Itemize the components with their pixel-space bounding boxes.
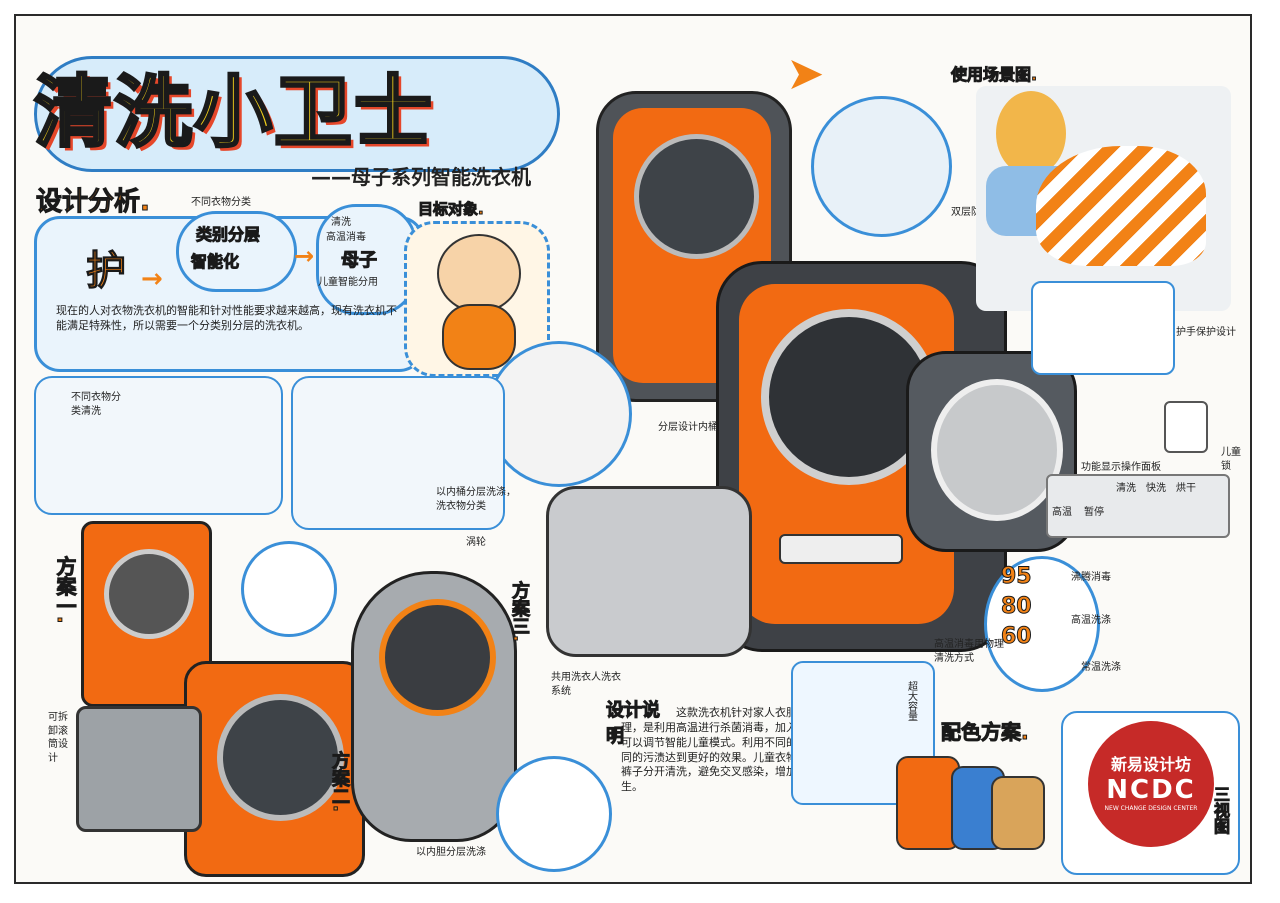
option-one-drawer: [76, 706, 202, 832]
category-bubble: [176, 211, 297, 292]
shared-note: 共用洗衣人洗衣系统: [551, 672, 621, 697]
option-one-washer: [81, 521, 212, 707]
sort-note: 不同衣物分类清洗: [71, 392, 121, 417]
usage-scene-heading: 使用场景图.: [950, 65, 1038, 85]
arrow-icon: ➤: [786, 46, 825, 100]
detail-circle-lid: [496, 756, 612, 872]
stamp-name: 新易设计坊: [1110, 755, 1191, 774]
three-views-heading: 三视图: [1211, 786, 1231, 835]
laundry-scene-card: [34, 376, 283, 515]
panel-note: 功能显示操作面板: [1081, 462, 1161, 473]
poster-frame: 清洗小卫士 ——母子系列智能洗衣机 设计分析. 护 → 类别分层 智能化 不同衣…: [14, 14, 1252, 884]
drawer-note: 可拆卸滚筒设计: [48, 712, 68, 764]
lid-note: 以内胆分层洗涤: [416, 847, 486, 858]
temperature-circle: [984, 556, 1100, 692]
panel-button: 清洗: [1116, 483, 1136, 494]
mother-child-label: 母子: [341, 250, 378, 272]
analysis-text: 现在的人对衣物洗衣机的智能和针对性能要求越来越高，现有洗衣机不能满足特殊性，所以…: [56, 304, 397, 332]
washer-front-view: [596, 91, 792, 402]
option-two-washer: [351, 571, 517, 842]
color-swatch-gold: [991, 776, 1045, 850]
hex-note: 分层设计内桶: [658, 422, 718, 433]
temp-80: 80: [1001, 594, 1033, 620]
smart-label: 智能化: [190, 252, 240, 272]
stamp-logo: NCDC: [1106, 775, 1196, 805]
target-user-heading: 目标对象.: [418, 200, 485, 219]
temp-label: 常温洗涤: [1081, 662, 1121, 673]
option-one-washer-large: [184, 661, 365, 877]
panel-button: 烘干: [1176, 483, 1196, 494]
control-panel: 高温 暂停 清洗 快洗 烘干: [1046, 474, 1230, 538]
panel-button: 高温: [1052, 507, 1072, 518]
heat-disinfect-note: 高温消毒用物理清洗方式: [934, 639, 1004, 664]
arrow-icon: →: [141, 264, 163, 294]
temp-label: 高温洗涤: [1071, 615, 1111, 626]
washer-door-open: [906, 351, 1077, 552]
protect-label: 护: [86, 248, 127, 295]
detail-circle-hex: [486, 341, 632, 487]
lock-icon: [1164, 401, 1208, 453]
capacity-note: 超大容量: [905, 681, 917, 721]
color-swatch-orange: [896, 756, 960, 850]
option-two-heading: 方案二.: [329, 751, 351, 813]
usage-scene-illustration: [976, 86, 1231, 311]
temp-60: 60: [1001, 624, 1033, 650]
stamp-english: NEW CHANGE DESIGN CENTER: [1104, 805, 1198, 812]
color-scheme-heading: 配色方案.: [941, 720, 1030, 745]
layer-note: 以内桶分层洗涤，洗衣物分类: [436, 487, 516, 512]
clean-note: 清洗: [331, 217, 351, 228]
category-note: 不同衣物分类: [191, 197, 251, 208]
heat-note: 高温消毒: [326, 232, 366, 243]
turbine-note: 涡轮: [466, 537, 486, 548]
option-one-heading: 方案一.: [53, 556, 78, 625]
design-description-heading: 设计说明: [606, 700, 661, 748]
option-three-heading: 方案三.: [509, 581, 531, 643]
panel-button: 暂停: [1084, 507, 1104, 518]
child-note: 儿童智能分用: [318, 277, 378, 288]
design-analysis-heading: 设计分析.: [36, 187, 151, 218]
detail-circle-blade: [241, 541, 337, 637]
arrow-icon: →: [294, 242, 315, 270]
panel-button: 快洗: [1146, 483, 1166, 494]
clothes-scene-card: [291, 376, 505, 530]
ncdc-stamp: 新易设计坊 NCDC NEW CHANGE DESIGN CENTER: [1088, 721, 1214, 847]
category-label: 类别分层: [195, 225, 261, 245]
temp-label: 沸腾消毒: [1071, 572, 1111, 583]
page-subtitle: ——母子系列智能洗衣机: [311, 165, 531, 189]
child-lock-note: 儿童锁: [1221, 447, 1241, 472]
temp-95: 95: [1001, 564, 1033, 590]
title-banner: [34, 56, 560, 172]
top-loader-washer: [546, 486, 752, 657]
page-title: 清洗小卫士: [32, 67, 435, 160]
detail-circle-drum: [811, 96, 952, 237]
hand-protect-detail: [1031, 281, 1175, 375]
hand-protect-note: 护手保护设计: [1176, 327, 1236, 338]
